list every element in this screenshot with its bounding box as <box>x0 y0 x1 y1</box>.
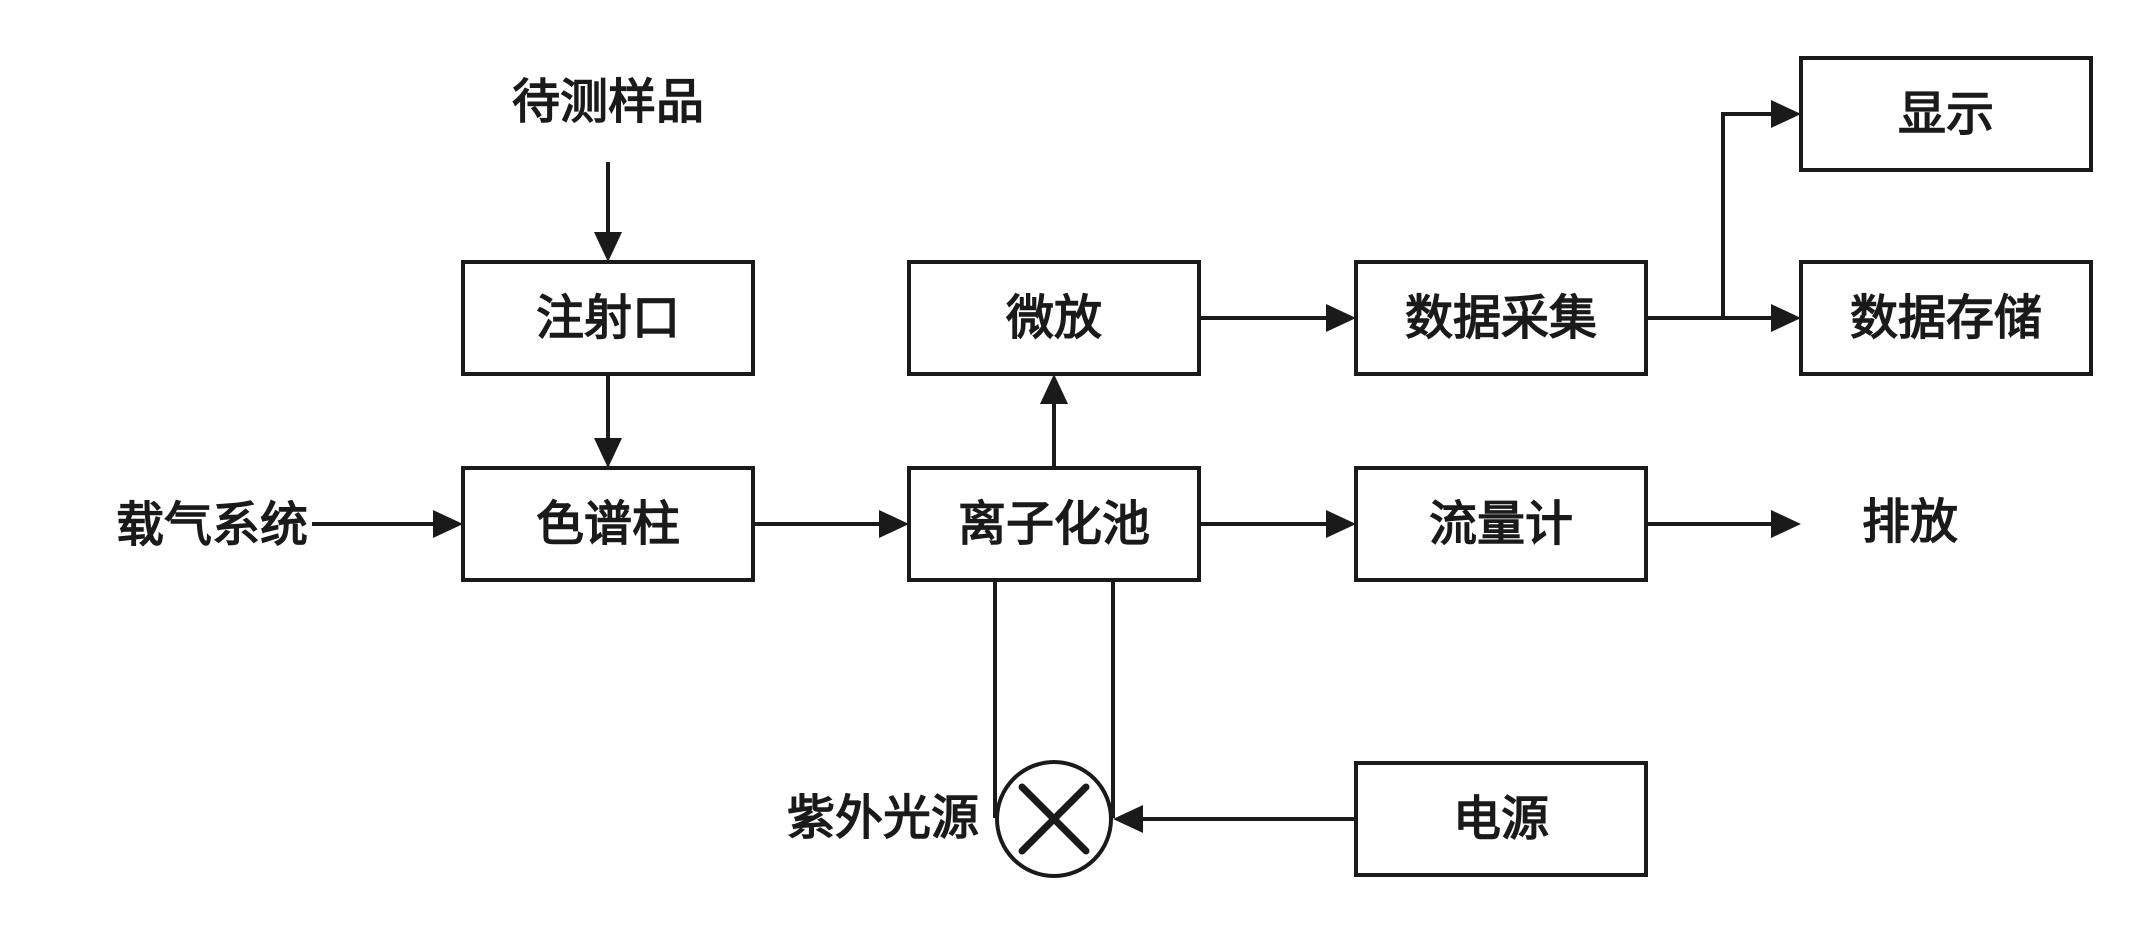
data-acquisition-box: 数据采集 <box>1354 260 1648 376</box>
ionization-chamber-label: 离子化池 <box>958 496 1150 552</box>
ionization-chamber-box: 离子化池 <box>907 466 1201 582</box>
injection-port-box: 注射口 <box>461 260 755 376</box>
display-label: 显示 <box>1898 86 1994 142</box>
carrier-gas-label: 载气系统 <box>116 497 308 553</box>
sample-to-injection-arrow <box>594 162 622 262</box>
power-supply-label: 电源 <box>1453 791 1549 847</box>
flow-meter-label: 流量计 <box>1429 496 1573 552</box>
injection-port-label: 注射口 <box>536 290 680 346</box>
sample-label: 待测样品 <box>512 74 704 130</box>
amplifier-to-acquisition-arrow <box>1199 304 1356 332</box>
data-storage-label: 数据存储 <box>1850 290 2042 346</box>
acquisition-to-display-arrow <box>1721 100 1801 318</box>
column-to-ionization-arrow <box>753 510 909 538</box>
ionization-to-flowmeter-arrow <box>1199 510 1356 538</box>
uv-lamp-label: 紫外光源 <box>787 790 979 846</box>
flow-meter-box: 流量计 <box>1354 466 1648 582</box>
display-box: 显示 <box>1799 56 2093 172</box>
lamp-cross-icon <box>995 760 1113 878</box>
ionization-to-lamp-leads <box>993 580 1115 818</box>
amplifier-label: 微放 <box>1005 290 1102 346</box>
flowmeter-to-exhaust-arrow <box>1646 510 1801 538</box>
carrier-to-column-arrow <box>312 510 463 538</box>
power-to-lamp-arrow <box>1113 805 1356 833</box>
data-storage-box: 数据存储 <box>1799 260 2093 376</box>
exhaust-label: 排放 <box>1862 494 1958 550</box>
ionization-to-amplifier-arrow <box>1040 374 1068 468</box>
column-box: 色谱柱 <box>461 466 755 582</box>
injection-to-column-arrow <box>594 374 622 468</box>
amplifier-box: 微放 <box>907 260 1201 376</box>
power-supply-box: 电源 <box>1354 761 1648 877</box>
acquisition-to-storage-arrow <box>1646 304 1801 332</box>
data-acquisition-label: 数据采集 <box>1405 290 1597 346</box>
column-label: 色谱柱 <box>536 496 680 552</box>
